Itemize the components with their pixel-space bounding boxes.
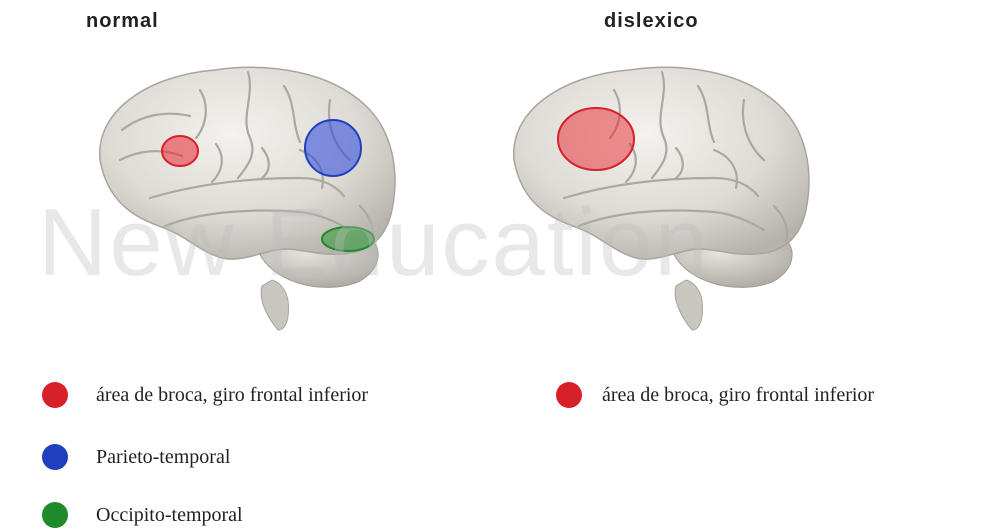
brain-illustrations (99, 66, 810, 331)
title-normal: normal (86, 10, 159, 32)
legend-label: área de broca, giro frontal inferior (96, 383, 369, 406)
red-dot-icon (556, 382, 582, 408)
red-dot-icon (42, 382, 68, 408)
parieto-temporal-area (304, 119, 362, 177)
green-dot-icon (42, 502, 68, 528)
brainstem-normal (260, 279, 289, 331)
brain-dyslexic (513, 66, 810, 331)
brain-normal (99, 66, 396, 331)
legend-label: Occipito-temporal (96, 503, 243, 526)
title-dyslexic: dislexico (604, 10, 699, 32)
legend-item-parieto-temporal: Parieto-temporal (42, 444, 230, 470)
broca-area-normal (161, 135, 199, 167)
legend-label: área de broca, giro frontal inferior (602, 383, 875, 406)
watermark: New Education (38, 189, 710, 296)
gyri-dyslexic (562, 70, 789, 246)
legend-label: Parieto-temporal (96, 445, 231, 468)
legend-item-occipito-temporal: Occipito-temporal (42, 502, 243, 528)
legend-item-broca-normal: área de broca, giro frontal inferior (42, 382, 368, 408)
brainstem-dyslexic (674, 279, 703, 331)
broca-area-dyslexic (557, 107, 635, 171)
legend-item-broca-dyslexic: área de broca, giro frontal inferior (556, 382, 874, 408)
blue-dot-icon (42, 444, 68, 470)
gyri-normal (118, 70, 375, 246)
occipito-temporal-area (321, 226, 375, 252)
